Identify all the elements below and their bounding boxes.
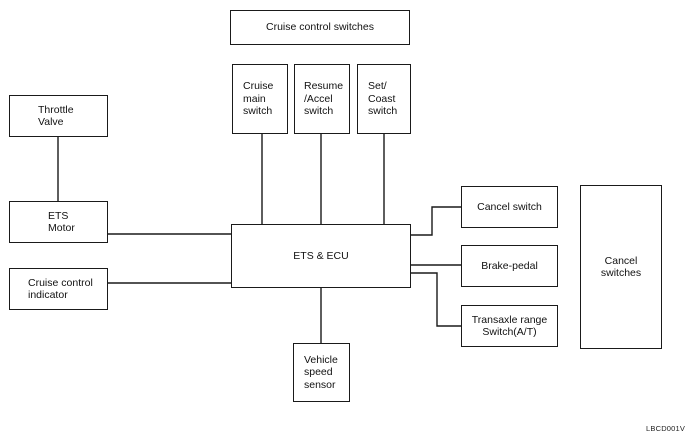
cancel-switches-label-1: Cancel [604, 254, 638, 267]
cancel-switch-box: Cancel switch [461, 186, 558, 228]
set-coast-switch-label-2: Coast [368, 92, 396, 105]
set-coast-switch-label-1: Set/ [368, 80, 387, 93]
cruise-main-switch-label-2: main [243, 92, 266, 105]
transaxle-range-switch-label-2: Switch(A/T) [482, 326, 537, 338]
cruise-control-indicator-label-2: indicator [28, 289, 68, 301]
resume-accel-switch-box: Resume /Accel switch [294, 64, 350, 134]
cruise-control-switches-label: Cruise control switches [266, 21, 374, 34]
cancel-switches-box: Cancel switches [580, 185, 662, 349]
ets-ecu-label: ETS & ECU [293, 249, 349, 262]
brake-pedal-box: Brake-pedal [461, 245, 558, 287]
ets-motor-box: ETS Motor [9, 201, 108, 243]
vehicle-speed-sensor-label-3: sensor [304, 378, 336, 391]
brake-pedal-label: Brake-pedal [481, 259, 538, 272]
vehicle-speed-sensor-label-2: speed [304, 366, 333, 379]
ets-ecu-box: ETS & ECU [231, 224, 411, 288]
throttle-valve-label-1: Throttle [38, 103, 74, 116]
wire-ecu-to-cancel-switch [411, 206, 461, 236]
ets-motor-label-1: ETS [48, 209, 69, 222]
figure-code: LBCD001V [646, 424, 686, 433]
resume-accel-switch-label-3: switch [304, 105, 334, 118]
cruise-control-switches-box: Cruise control switches [230, 10, 410, 45]
vehicle-speed-sensor-box: Vehicle speed sensor [293, 343, 350, 402]
resume-accel-switch-label-2: /Accel [304, 92, 333, 105]
transaxle-range-switch-label-1: Transaxle range [471, 313, 548, 326]
wire-ecu-to-transaxle-switch [411, 272, 461, 327]
transaxle-range-switch-box: Transaxle range Switch(A/T) [461, 305, 558, 347]
vehicle-speed-sensor-label-1: Vehicle [304, 353, 338, 366]
cruise-main-switch-box: Cruise main switch [232, 64, 288, 134]
resume-accel-switch-label-1: Resume [304, 80, 344, 93]
cancel-switch-label: Cancel switch [477, 200, 542, 213]
throttle-valve-box: Throttle Valve [9, 95, 108, 137]
cruise-main-switch-label-1: Cruise [243, 80, 274, 93]
set-coast-switch-box: Set/ Coast switch [357, 64, 411, 134]
cruise-control-indicator-label-1: Cruise control [28, 276, 93, 289]
cruise-main-switch-label-3: switch [243, 105, 273, 118]
cruise-control-indicator-box: Cruise control indicator [9, 268, 108, 310]
cancel-switches-label-2: switches [600, 267, 642, 279]
ets-motor-label-2: Motor [48, 222, 75, 234]
throttle-valve-label-2: Valve [38, 116, 64, 128]
set-coast-switch-label-3: switch [368, 105, 398, 118]
